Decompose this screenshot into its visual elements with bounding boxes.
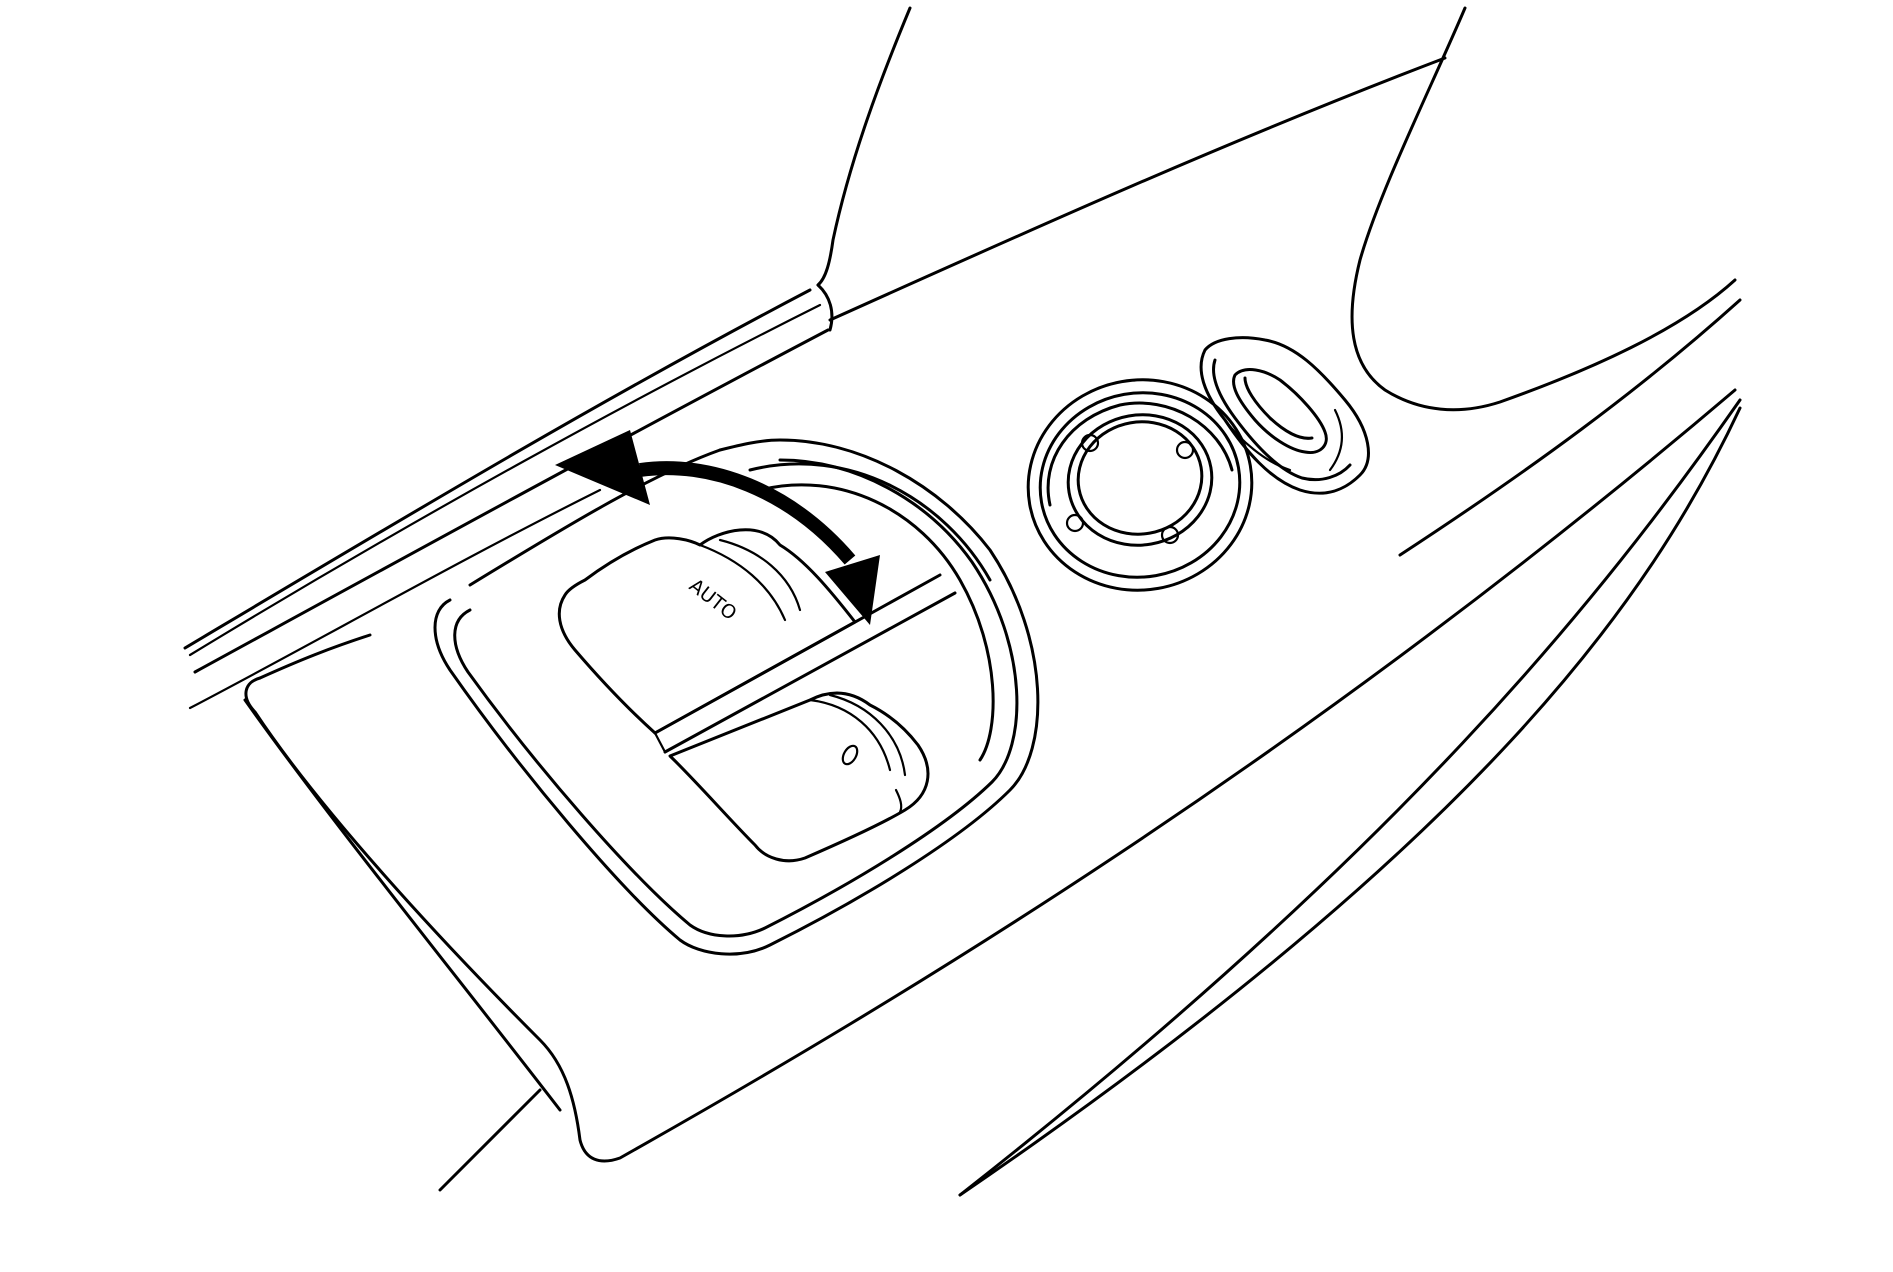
door-lower-sweep (958, 406, 1742, 1197)
front-window-switch[interactable]: AUTO (557, 528, 857, 735)
front-switch-label: AUTO (685, 575, 741, 625)
bidirectional-arrow-icon (555, 430, 880, 625)
knob-dot-icon (1065, 513, 1085, 533)
knob-dot-icon (1080, 433, 1100, 453)
armrest-rails (183, 288, 830, 710)
armrest-bezel (243, 388, 1742, 1197)
mirror-control-knob[interactable] (1011, 362, 1268, 608)
rear-switch-mark-icon (841, 744, 859, 766)
door-trim-upper (816, 6, 1742, 557)
lock-switch[interactable] (1199, 336, 1370, 495)
rear-window-switch[interactable]: O (668, 691, 930, 863)
window-switch-bezel (433, 438, 1040, 956)
rear-switch-label: O (873, 777, 875, 779)
knob-dot-icon (1160, 525, 1180, 545)
knob-dot-icon (1175, 440, 1195, 460)
